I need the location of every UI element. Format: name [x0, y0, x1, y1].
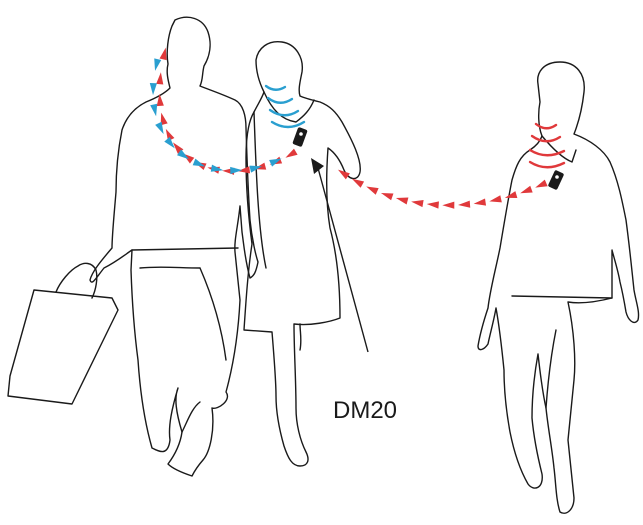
- signal-arrow-red: [156, 72, 164, 85]
- signal-arrow-red: [489, 195, 502, 205]
- callout-line: [318, 168, 368, 352]
- signal-arrow-red: [519, 186, 533, 197]
- signal-arrow-red: [426, 200, 439, 208]
- dm20-device-man: [548, 170, 565, 191]
- man1-body-outline: [90, 17, 258, 476]
- signal-arrow-red: [395, 195, 408, 205]
- signal-path-blue: [149, 58, 283, 174]
- signal-arrow-blue: [230, 166, 242, 174]
- signal-arrow-red: [534, 180, 548, 191]
- dm20-label: DM20: [333, 397, 397, 424]
- signal-arrow-red: [284, 149, 298, 161]
- signal-path-between-devices: [336, 167, 548, 209]
- man-in-shirt: [478, 62, 639, 513]
- signal-arrow-red: [411, 198, 424, 207]
- signal-arrow-red: [380, 190, 394, 201]
- signal-arrow-red: [504, 191, 518, 201]
- shopping-bag: [8, 263, 118, 404]
- man-with-shopping-bag: [8, 17, 258, 476]
- signal-arrow-red: [365, 183, 379, 194]
- callout-arrowhead: [311, 158, 324, 174]
- signal-arrow-red: [442, 202, 454, 209]
- signal-arrow-blue: [149, 83, 157, 95]
- dm20-device-woman: [292, 127, 308, 147]
- signal-arrow-blue: [152, 58, 162, 71]
- signal-arrow-red: [458, 201, 470, 209]
- dm20-callout: DM20: [311, 158, 397, 424]
- signal-arrow-red: [473, 198, 486, 207]
- man3-body-outline: [478, 62, 639, 513]
